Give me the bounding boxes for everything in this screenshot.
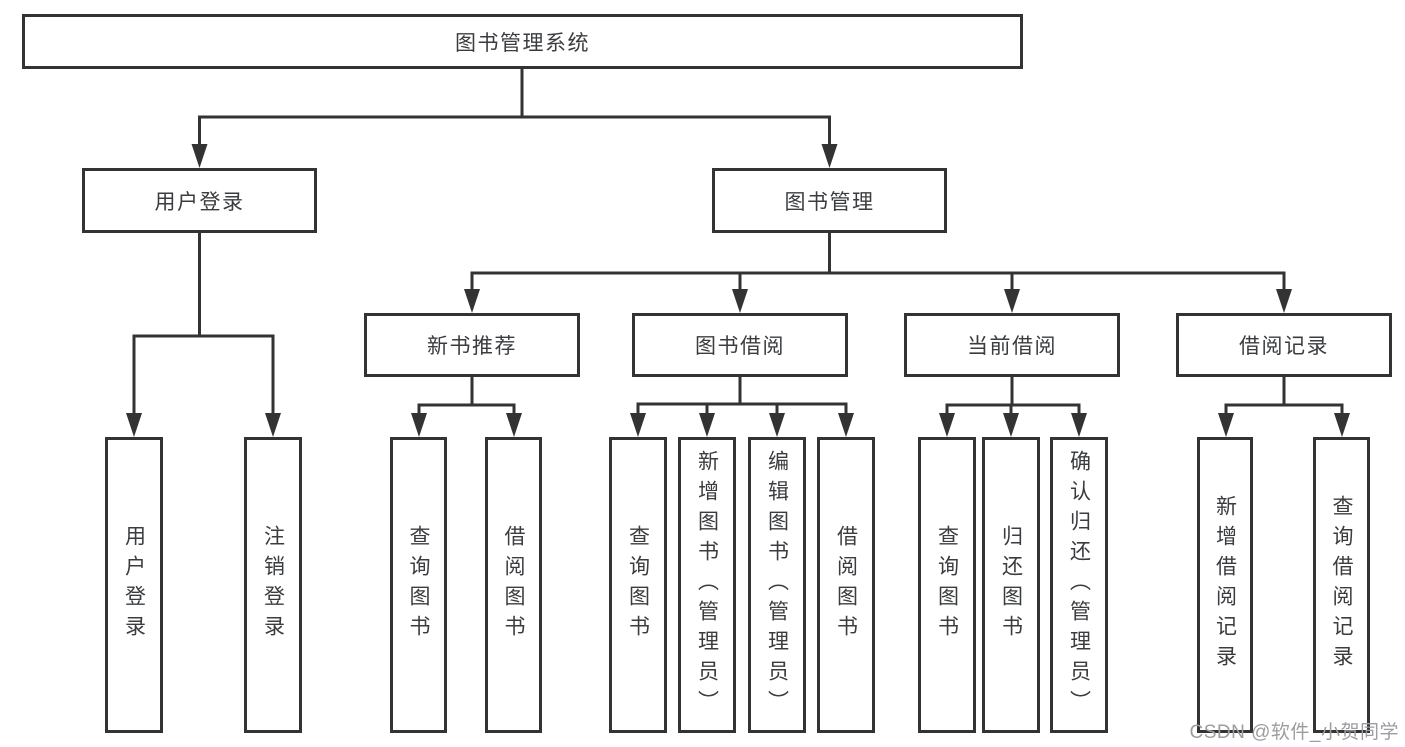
arrowhead [1003, 413, 1019, 437]
tree-branch-lines [132, 69, 1344, 415]
node-new-book-recommendation: 新书推荐 [364, 313, 580, 377]
leaf-query-books-1-label: 查询图书 [407, 525, 430, 645]
node-new-book-recommendation-label: 新书推荐 [427, 335, 517, 358]
node-book-borrowing: 图书借阅 [632, 313, 848, 377]
leaf-user-login-label: 用户登录 [122, 525, 146, 645]
leaf-query-borrow-record-label: 查询借阅记录 [1330, 495, 1353, 675]
leaf-borrow-books-1: 借阅图书 [485, 437, 542, 733]
node-borrowing-records-label: 借阅记录 [1239, 335, 1329, 358]
leaf-user-login: 用户登录 [105, 437, 163, 733]
leaf-query-books-3-label: 查询图书 [935, 525, 959, 645]
arrowhead [769, 413, 785, 437]
arrowhead [126, 413, 142, 437]
leaf-return-books: 归还图书 [982, 437, 1040, 733]
node-book-management-branch-label: 图书管理 [784, 190, 875, 214]
arrowhead [1276, 289, 1292, 313]
arrowhead [1004, 289, 1020, 313]
arrowhead [630, 413, 646, 437]
node-borrowing-records: 借阅记录 [1176, 313, 1392, 377]
node-book-management-branch: 图书管理 [712, 168, 947, 233]
leaf-query-books-1: 查询图书 [390, 437, 447, 733]
arrowheads [126, 144, 1350, 437]
leaf-add-books-admin-label: 新增图书（管理员） [695, 450, 719, 720]
node-root-system: 图书管理系统 [22, 14, 1023, 69]
arrowhead [821, 144, 838, 168]
node-current-borrowing: 当前借阅 [904, 313, 1120, 377]
leaf-logout: 注销登录 [244, 437, 302, 733]
leaf-edit-books-admin-label: 编辑图书（管理员） [765, 450, 789, 720]
node-user-login-branch-label: 用户登录 [154, 190, 245, 214]
node-root-label: 图书管理系统 [455, 31, 590, 55]
leaf-return-books-label: 归还图书 [999, 525, 1023, 645]
leaf-add-borrow-record-label: 新增借阅记录 [1213, 495, 1237, 675]
leaf-query-borrow-record: 查询借阅记录 [1313, 437, 1370, 733]
csdn-watermark: CSDN @软件_小贺同学 [1189, 722, 1399, 743]
node-current-borrowing-label: 当前借阅 [967, 335, 1057, 358]
arrowhead [464, 289, 480, 313]
arrowhead [732, 289, 748, 313]
leaf-confirm-return-admin: 确认归还（管理员） [1050, 437, 1108, 733]
arrowhead [411, 413, 427, 437]
arrowhead [506, 413, 522, 437]
arrowhead [1071, 413, 1087, 437]
leaf-add-borrow-record: 新增借阅记录 [1197, 437, 1253, 733]
arrowhead [265, 413, 281, 437]
leaf-edit-books-admin: 编辑图书（管理员） [748, 437, 806, 733]
arrowhead [1218, 413, 1234, 437]
arrowhead [939, 413, 955, 437]
node-book-borrowing-label: 图书借阅 [695, 335, 785, 358]
arrowhead [1334, 413, 1350, 437]
leaf-borrow-books-1-label: 借阅图书 [502, 525, 525, 645]
leaf-borrow-books-2: 借阅图书 [817, 437, 875, 733]
arrowhead [838, 413, 854, 437]
leaf-logout-label: 注销登录 [261, 525, 285, 645]
node-user-login-branch: 用户登录 [82, 168, 317, 233]
arrowhead [699, 413, 715, 437]
leaf-add-books-admin: 新增图书（管理员） [678, 437, 736, 733]
leaf-query-books-2: 查询图书 [609, 437, 667, 733]
leaf-borrow-books-2-label: 借阅图书 [834, 525, 858, 645]
leaf-query-books-2-label: 查询图书 [626, 525, 650, 645]
leaf-query-books-3: 查询图书 [918, 437, 976, 733]
leaf-confirm-return-admin-label: 确认归还（管理员） [1067, 450, 1091, 720]
arrowhead [191, 144, 208, 168]
